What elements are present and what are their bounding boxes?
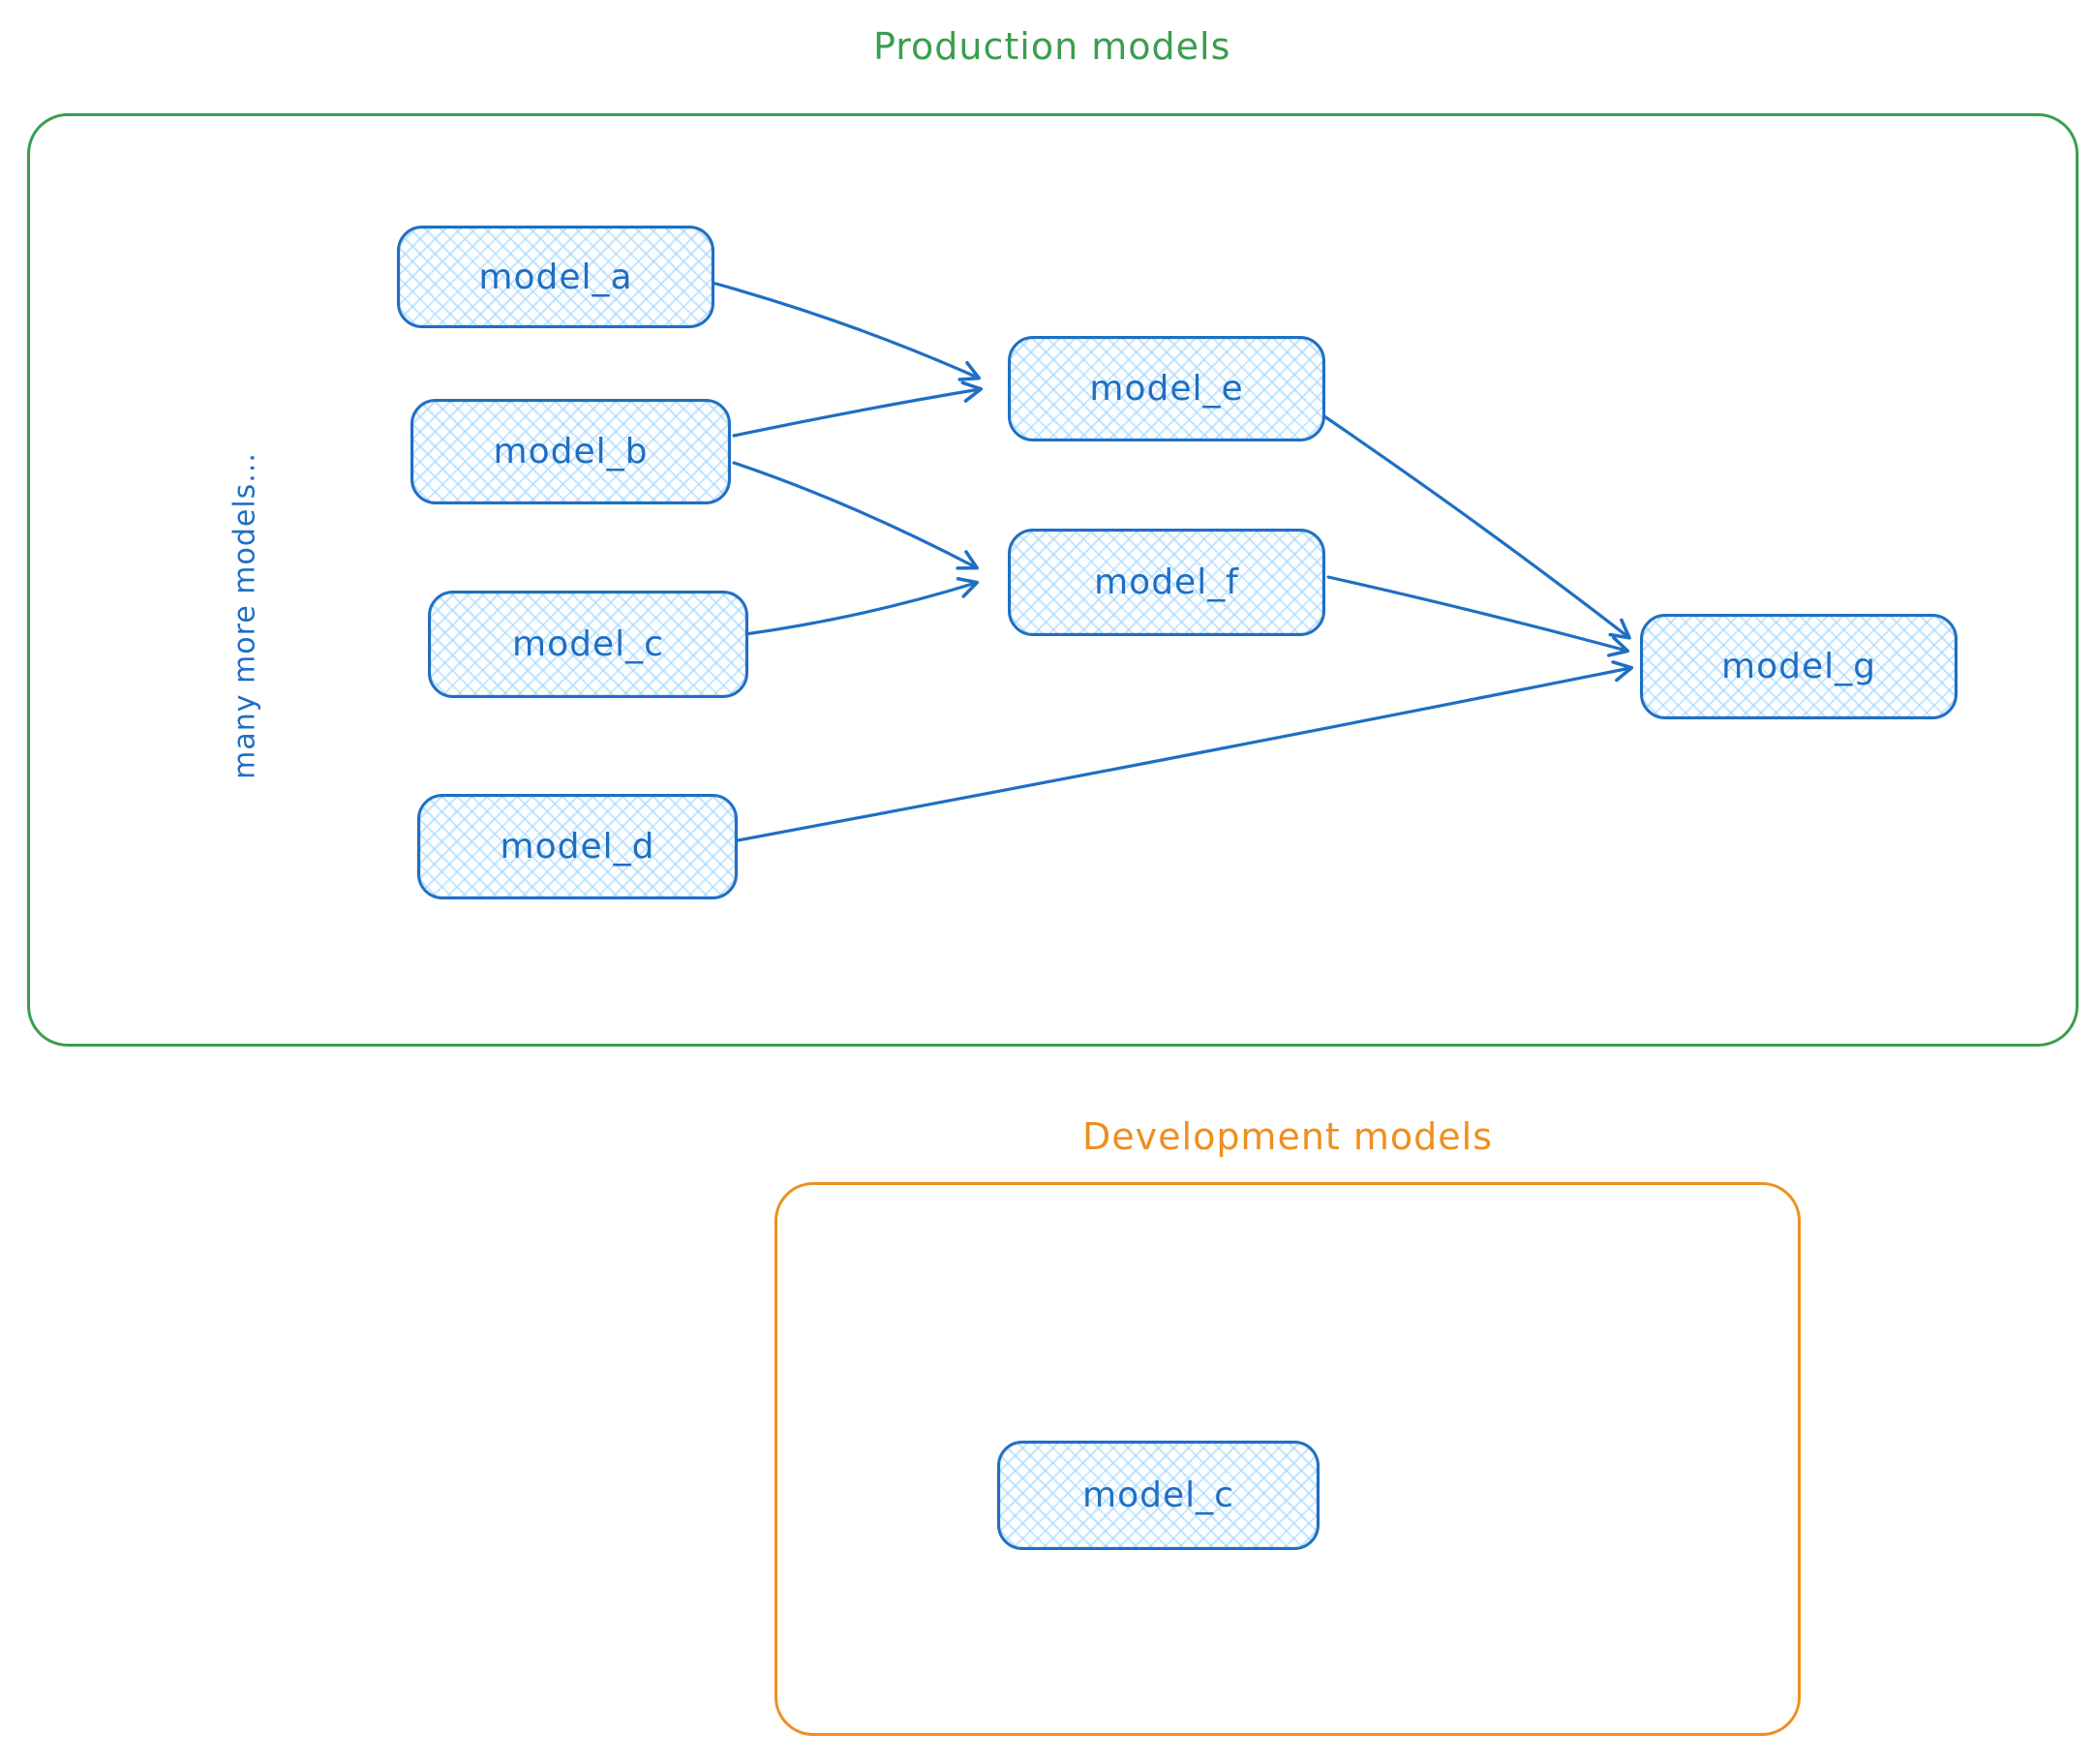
node-model-c-dev-label: model_c — [1082, 1475, 1234, 1515]
many-more-models-note: many more models... — [228, 452, 262, 779]
node-model-g: model_g — [1640, 614, 1958, 719]
node-model-c-label: model_c — [512, 624, 664, 664]
node-model-f-label: model_f — [1094, 563, 1239, 602]
node-model-f: model_f — [1008, 529, 1325, 636]
node-model-e-label: model_e — [1089, 369, 1244, 409]
production-group-container — [27, 113, 2079, 1047]
production-group-title: Production models — [873, 25, 1231, 68]
node-model-e: model_e — [1008, 336, 1325, 441]
node-model-a: model_a — [397, 226, 714, 328]
development-group-title: Development models — [1082, 1115, 1494, 1158]
node-model-c: model_c — [428, 591, 748, 698]
node-model-b: model_b — [410, 399, 731, 504]
node-model-c-dev: model_c — [997, 1441, 1320, 1550]
node-model-a-label: model_a — [478, 257, 633, 297]
development-group-container — [774, 1182, 1801, 1736]
node-model-b-label: model_b — [493, 432, 649, 471]
node-model-d: model_d — [417, 794, 738, 899]
node-model-d-label: model_d — [500, 827, 655, 867]
node-model-g-label: model_g — [1721, 647, 1876, 686]
